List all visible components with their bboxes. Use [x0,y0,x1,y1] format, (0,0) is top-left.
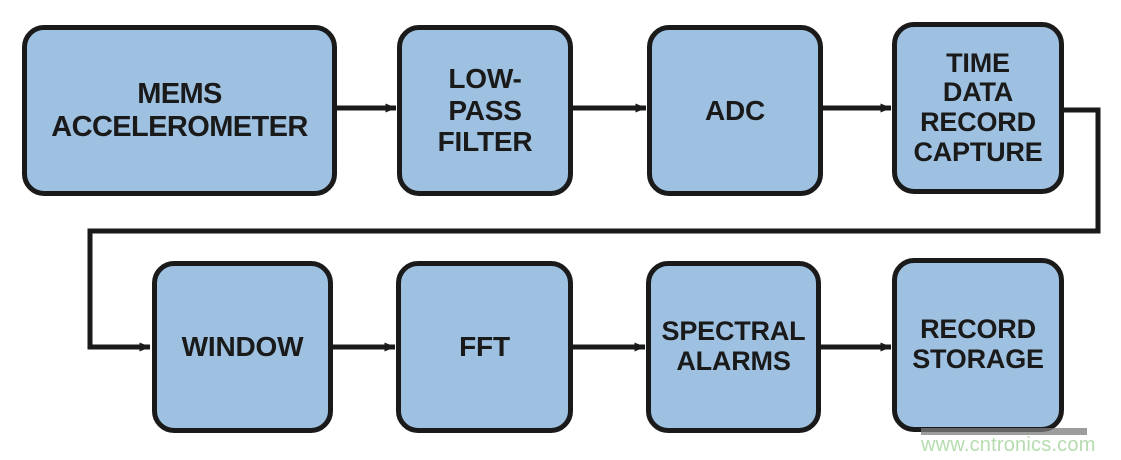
node-window[interactable]: WINDOW [152,261,333,433]
node-low-pass-filter[interactable]: LOW- PASS FILTER [397,25,573,196]
watermark-bar [921,428,1087,435]
node-spectral-alarms[interactable]: SPECTRAL ALARMS [646,261,821,433]
node-mems-accelerometer[interactable]: MEMS ACCELEROMETER [22,25,337,196]
node-label-adc: ADC [704,94,766,126]
node-label-fft: FFT [459,331,510,363]
node-label-time-data-record-capture: TIME DATA RECORD CAPTURE [913,47,1043,167]
node-time-data-record-capture[interactable]: TIME DATA RECORD CAPTURE [892,22,1064,194]
node-label-window: WINDOW [181,331,304,363]
node-label-mems-accelerometer: MEMS ACCELEROMETER [51,77,308,143]
connector-timedata-to-window [87,107,1101,352]
node-label-record-storage: RECORD STORAGE [912,314,1044,374]
node-fft[interactable]: FFT [396,261,573,433]
node-adc[interactable]: ADC [647,25,823,196]
node-label-low-pass-filter: LOW- PASS FILTER [437,63,533,158]
watermark-text: www.cntronics.com [921,434,1096,456]
node-label-spectral-alarms: SPECTRAL ALARMS [661,316,806,376]
node-record-storage[interactable]: RECORD STORAGE [892,258,1064,432]
